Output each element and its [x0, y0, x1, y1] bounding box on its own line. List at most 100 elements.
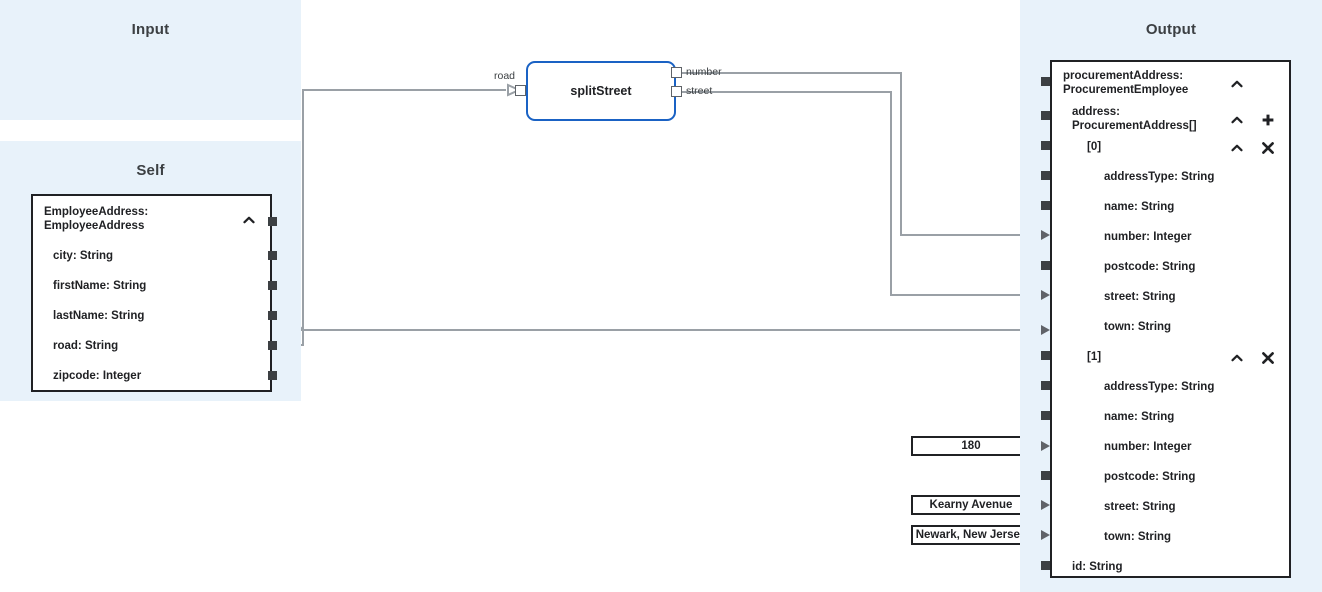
self-field-lastname[interactable]: lastName: String [33, 302, 270, 332]
self-field-city-label: city: String [53, 250, 114, 263]
self-field-zipcode[interactable]: zipcode: Integer [33, 362, 270, 392]
chevron-up-icon[interactable] [1230, 113, 1244, 127]
chevron-up-icon[interactable] [1230, 77, 1244, 91]
constant-box-number[interactable]: 180 [911, 436, 1031, 456]
output-row-0-name[interactable]: name: String [1052, 193, 1289, 223]
splitstreet-label: splitStreet [570, 84, 632, 98]
output-row-0-postcode[interactable]: postcode: String [1052, 253, 1289, 283]
wire-number-to-output [682, 72, 1040, 236]
output-row-1-postcode[interactable]: postcode: String [1052, 463, 1289, 493]
output-row-index-1-label: [1] [1087, 351, 1102, 364]
output-row-index-0-label: [0] [1087, 141, 1102, 154]
output-row-1-street[interactable]: street: String [1052, 493, 1289, 523]
self-field-road-label: road: String [53, 340, 119, 353]
input-panel: Input [0, 0, 301, 120]
output-row-0-number-label: number: Integer [1104, 231, 1192, 244]
output-row-1-name-label: name: String [1104, 411, 1175, 424]
self-port-road[interactable] [268, 341, 277, 350]
output-row-id[interactable]: id: String [1052, 553, 1289, 583]
constant-value-number: 180 [961, 440, 981, 452]
output-row-procurementaddress[interactable]: procurementAddress: ProcurementEmployee [1052, 66, 1289, 102]
constant-box-town[interactable]: Newark, New Jersey [911, 525, 1031, 545]
output-port-1-name[interactable] [1041, 411, 1050, 420]
splitstreet-input-port-road[interactable] [515, 85, 526, 96]
output-row-1-number[interactable]: number: Integer [1052, 433, 1289, 463]
constant-value-street: Kearny Avenue [929, 499, 1013, 511]
self-node-header[interactable]: EmployeeAddress: EmployeeAddress [33, 202, 270, 238]
close-icon[interactable] [1261, 141, 1275, 155]
output-row-address[interactable]: address: ProcurementAddress[] [1052, 102, 1289, 138]
wire-road-to-splitstreet [281, 89, 506, 346]
self-field-city[interactable]: city: String [33, 242, 270, 272]
output-row-0-number[interactable]: number: Integer [1052, 223, 1289, 253]
output-row-address-label: address: ProcurementAddress[] [1072, 106, 1197, 132]
self-port-city[interactable] [268, 251, 277, 260]
self-port-firstname[interactable] [268, 281, 277, 290]
output-row-1-name[interactable]: name: String [1052, 403, 1289, 433]
output-row-0-postcode-label: postcode: String [1104, 261, 1196, 274]
output-row-1-addresstype[interactable]: addressType: String [1052, 373, 1289, 403]
output-row-0-name-label: name: String [1104, 201, 1175, 214]
output-port-0-postcode[interactable] [1041, 261, 1050, 270]
plus-icon[interactable] [1261, 113, 1275, 127]
output-row-index-0[interactable]: [0] [1052, 133, 1289, 163]
output-port-0-addresstype[interactable] [1041, 171, 1050, 180]
output-port-procurementaddress[interactable] [1041, 77, 1050, 86]
output-row-0-town[interactable]: town: String [1052, 313, 1289, 343]
output-port-index-0[interactable] [1041, 141, 1050, 150]
output-row-0-street[interactable]: street: String [1052, 283, 1289, 313]
input-panel-title: Input [131, 21, 170, 38]
splitstreet-input-label-road: road [494, 70, 516, 82]
output-row-1-addresstype-label: addressType: String [1104, 381, 1215, 394]
output-row-procurementaddress-label: procurementAddress: ProcurementEmployee [1063, 70, 1189, 96]
close-icon[interactable] [1261, 351, 1275, 365]
self-field-firstname[interactable]: firstName: String [33, 272, 270, 302]
self-field-zipcode-label: zipcode: Integer [53, 370, 142, 383]
output-row-0-addresstype-label: addressType: String [1104, 171, 1215, 184]
output-port-1-street[interactable] [1041, 500, 1050, 510]
output-port-1-number[interactable] [1041, 441, 1050, 451]
output-schema-node[interactable]: procurementAddress: ProcurementEmployee … [1050, 60, 1291, 578]
constant-value-town: Newark, New Jersey [915, 529, 1027, 541]
self-schema-node[interactable]: EmployeeAddress: EmployeeAddress city: S… [31, 194, 272, 392]
self-port-header[interactable] [268, 217, 277, 226]
output-row-1-street-label: street: String [1104, 501, 1176, 514]
self-field-firstname-label: firstName: String [53, 280, 147, 293]
output-panel-title: Output [1145, 21, 1197, 38]
output-row-1-town[interactable]: town: String [1052, 523, 1289, 553]
splitstreet-output-label-number: number [686, 66, 722, 78]
self-port-lastname[interactable] [268, 311, 277, 320]
constant-box-street[interactable]: Kearny Avenue [911, 495, 1031, 515]
self-port-zipcode[interactable] [268, 371, 277, 380]
splitstreet-function-node[interactable]: splitStreet [526, 61, 676, 121]
output-port-id[interactable] [1041, 561, 1050, 570]
chevron-up-icon[interactable] [1230, 141, 1244, 155]
self-field-road[interactable]: road: String [33, 332, 270, 362]
output-port-1-town[interactable] [1041, 530, 1050, 540]
splitstreet-output-label-street: street [686, 85, 713, 97]
output-row-0-street-label: street: String [1104, 291, 1176, 304]
output-row-index-1[interactable]: [1] [1052, 343, 1289, 373]
output-port-0-town[interactable] [1041, 325, 1050, 335]
splitstreet-output-port-number[interactable] [671, 67, 682, 78]
output-row-0-addresstype[interactable]: addressType: String [1052, 163, 1289, 193]
self-panel-title: Self [136, 162, 165, 179]
output-row-1-postcode-label: postcode: String [1104, 471, 1196, 484]
splitstreet-output-port-street[interactable] [671, 86, 682, 97]
chevron-up-icon[interactable] [242, 213, 256, 227]
output-port-1-addresstype[interactable] [1041, 381, 1050, 390]
self-field-lastname-label: lastName: String [53, 310, 145, 323]
output-port-address[interactable] [1041, 111, 1050, 120]
output-port-0-name[interactable] [1041, 201, 1050, 210]
chevron-up-icon[interactable] [1230, 351, 1244, 365]
output-row-0-town-label: town: String [1104, 321, 1172, 334]
output-port-index-1[interactable] [1041, 351, 1050, 360]
output-port-1-postcode[interactable] [1041, 471, 1050, 480]
self-node-header-label: EmployeeAddress: EmployeeAddress [44, 206, 149, 232]
output-port-0-number[interactable] [1041, 230, 1050, 240]
output-row-id-label: id: String [1072, 561, 1123, 574]
output-row-1-number-label: number: Integer [1104, 441, 1192, 454]
output-row-1-town-label: town: String [1104, 531, 1172, 544]
output-port-0-street[interactable] [1041, 290, 1050, 300]
